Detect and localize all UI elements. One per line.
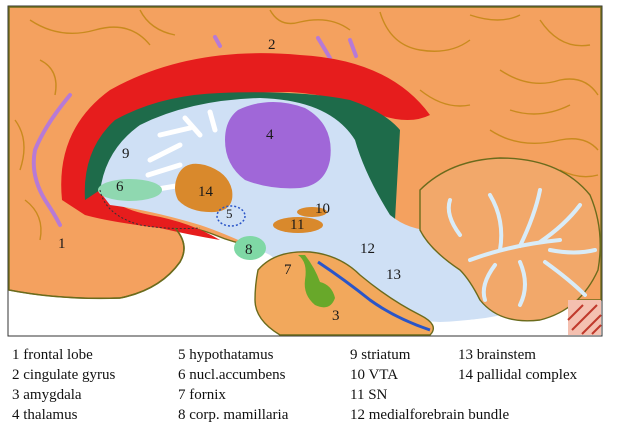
spinal-cord-hatch bbox=[568, 300, 601, 335]
label-fornix: 7 bbox=[284, 262, 292, 278]
label-frontal-lobe: 1 bbox=[58, 236, 66, 252]
legend-item-hypothalamus: 5 hypothatamus bbox=[178, 346, 273, 364]
label-vta: 10 bbox=[315, 201, 330, 217]
label-amygdala: 3 bbox=[332, 308, 340, 324]
legend-item-frontal-lobe: 1 frontal lobe bbox=[12, 346, 93, 364]
legend-item-nucleus-accumbens: 6 nucl.accumbens bbox=[178, 366, 285, 384]
label-corpus-mamillaria: 8 bbox=[245, 242, 253, 258]
label-medial-forebrain-bundle: 12 bbox=[360, 241, 375, 257]
nucleus-accumbens bbox=[98, 179, 162, 201]
legend-item-vta: 10 VTA bbox=[350, 366, 398, 384]
legend-item-sn: 11 SN bbox=[350, 386, 387, 404]
legend-item-pallidal-complex: 14 pallidal complex bbox=[458, 366, 577, 384]
label-brainstem: 13 bbox=[386, 267, 401, 283]
legend-item-striatum: 9 striatum bbox=[350, 346, 410, 364]
label-sn: 11 bbox=[290, 217, 304, 233]
label-cingulate-gyrus: 2 bbox=[268, 37, 276, 53]
thalamus bbox=[225, 102, 331, 188]
legend-item-corpus-mamillaria: 8 corp. mamillaria bbox=[178, 406, 288, 424]
label-striatum: 9 bbox=[122, 146, 130, 162]
legend-item-fornix: 7 fornix bbox=[178, 386, 226, 404]
legend-item-medial-forebrain-bundle: 12 medialforebrain bundle bbox=[350, 406, 509, 424]
label-thalamus: 4 bbox=[266, 127, 274, 143]
legend-item-thalamus: 4 thalamus bbox=[12, 406, 77, 424]
legend-item-amygdala: 3 amygdala bbox=[12, 386, 82, 404]
legend: 1 frontal lobe 2 cingulate gyrus 3 amygd… bbox=[0, 340, 619, 432]
legend-item-cingulate-gyrus: 2 cingulate gyrus bbox=[12, 366, 115, 384]
label-hypothalamus: 5 bbox=[226, 206, 233, 221]
label-pallidal-complex: 14 bbox=[198, 184, 214, 200]
legend-item-brainstem: 13 brainstem bbox=[458, 346, 536, 364]
label-nucleus-accumbens: 6 bbox=[116, 179, 124, 195]
brain-illustration: 1 2 3 4 5 6 7 8 9 10 11 12 13 14 bbox=[0, 0, 619, 340]
